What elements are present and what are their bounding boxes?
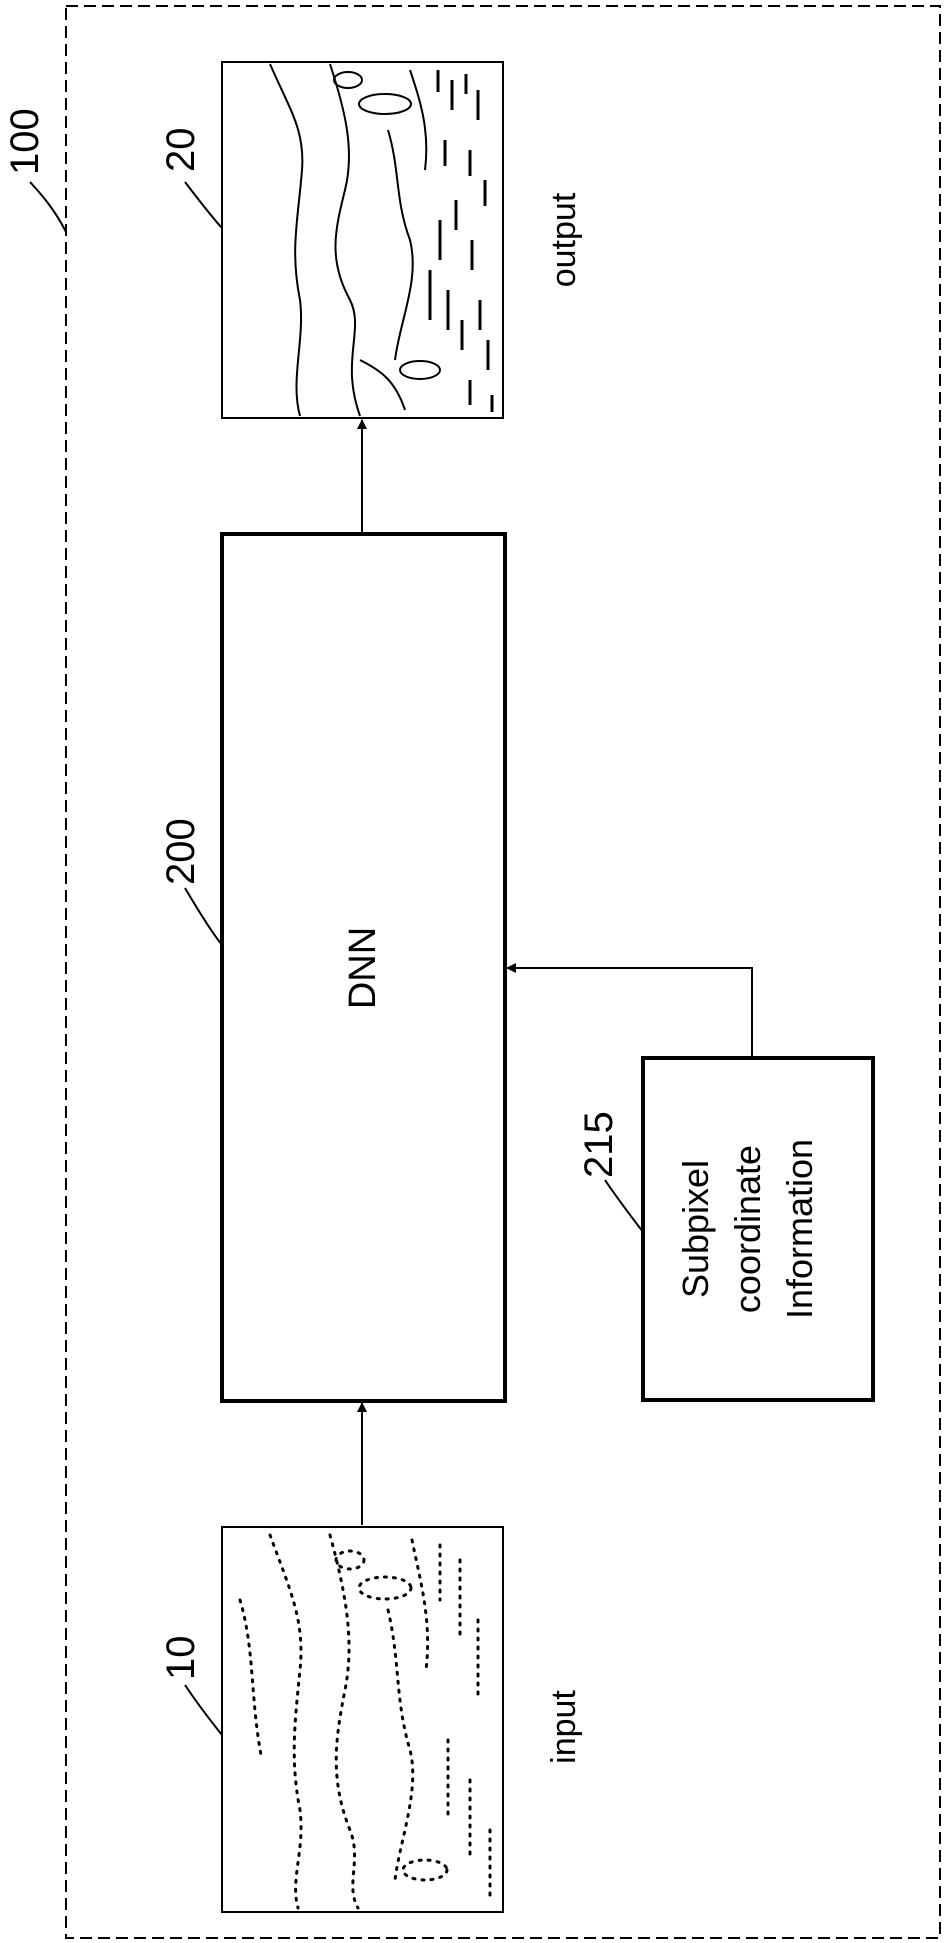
input-ref-label: 10 (159, 1636, 203, 1681)
dnn-block: DNN 200 (159, 534, 505, 1401)
output-caption: output (545, 192, 583, 287)
dnn-label: DNN (342, 927, 384, 1009)
input-image: 10 input (159, 1527, 583, 1912)
dnn-ref-leader (185, 888, 222, 945)
dnn-ref-label: 200 (159, 818, 203, 885)
input-caption: input (545, 1690, 583, 1764)
output-image: 20 output (159, 62, 583, 418)
subpixel-info-block: Subpixel coordinate Information 215 (577, 1058, 873, 1400)
subpixel-info-line-3: Information (779, 1139, 820, 1319)
input-ref-leader (185, 1685, 222, 1735)
output-image-frame (222, 62, 503, 418)
system-ref-label: 100 (3, 108, 47, 175)
subpixel-ref-leader (605, 1180, 643, 1232)
output-ref-label: 20 (159, 128, 203, 173)
subpixel-info-line-1: Subpixel (675, 1160, 716, 1298)
output-ref-leader (185, 182, 222, 228)
subpixel-info-line-2: coordinate (727, 1145, 768, 1313)
input-image-frame (222, 1527, 503, 1912)
subpixel-ref-label: 215 (577, 1111, 621, 1178)
system-ref-leader (30, 182, 66, 232)
arrow-subpixel-to-dnn (507, 968, 752, 1056)
